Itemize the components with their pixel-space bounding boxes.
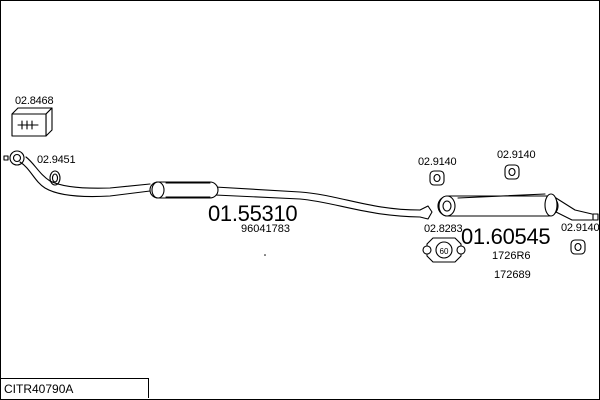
front-clamp [49,170,61,186]
rear-silencer-oe-1: 1726R6 [492,250,531,262]
rear-silencer [437,193,599,221]
dot-mark [264,254,266,256]
front-clamp-part-label: 02.9451 [37,154,76,166]
rear-silencer-number: 01.60545 [461,224,551,249]
middle-pipe-oe: 96041783 [241,223,290,235]
hanger-mid-label: 02.9140 [497,149,536,161]
gasket-part-label: 02.8283 [424,223,463,235]
middle-pipe [19,156,433,220]
rubber-hanger-mid [504,164,520,180]
gasket-badge: 60 [440,247,449,256]
rubber-hanger-right [570,239,586,255]
kit-part-label: 02.8468 [15,95,54,107]
gasket [422,237,466,263]
mounting-kit-box [11,107,53,137]
middle-pipe-number: 01.55310 [208,201,298,226]
rear-silencer-oe-2: 172689 [494,269,531,281]
rubber-hanger-left [429,170,445,186]
hanger-left-label: 02.9140 [418,156,457,168]
middle-silencer [149,181,219,199]
assembly-code: CITR40790A [0,378,149,398]
front-flange [3,150,25,166]
hanger-right-label: 02.9140 [561,222,600,234]
